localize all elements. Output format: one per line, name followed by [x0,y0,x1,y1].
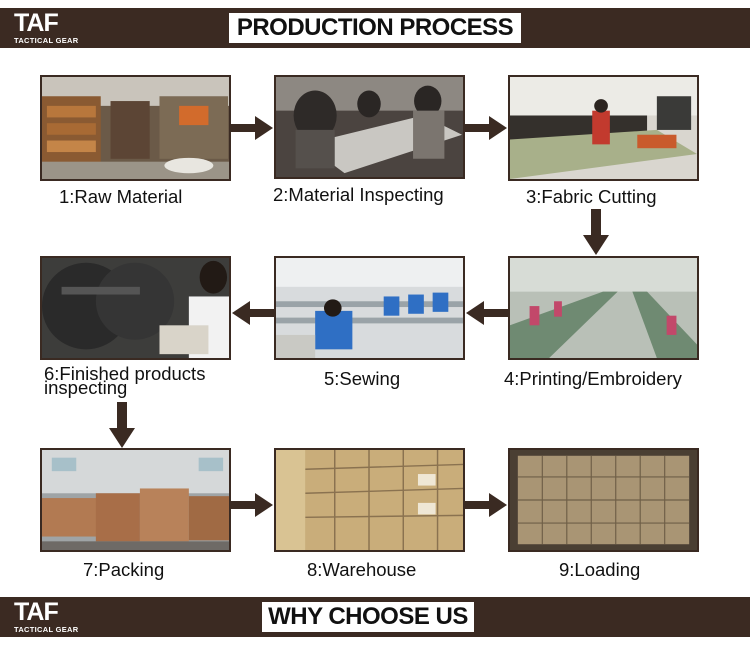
logo-mark: TAF [14,9,59,37]
photo-fabric-cutting [508,75,699,181]
arrow-down-6-7 [109,402,135,448]
step-label-2: 2:Material Inspecting [273,184,444,205]
step-label-6-line2: inspecting [44,377,128,398]
photo-loading [508,448,699,552]
photo-warehouse [274,448,465,552]
step-label-4: 4:Printing/Embroidery [504,368,682,389]
arrow-left-5-6 [232,301,274,325]
arrow-right-2-3 [465,116,507,140]
taf-logo-footer: TAF TACTICAL GEAR [14,598,86,635]
arrow-right-1-2 [231,116,273,140]
photo-printing-embroidery [508,256,699,360]
arrow-right-7-8 [231,493,273,517]
step-label-1: 1:Raw Material [59,186,183,207]
step-label-3: 3:Fabric Cutting [526,186,657,207]
step-label-7: 7:Packing [83,559,165,580]
footer-band: TAF TACTICAL GEAR WHY CHOOSE US [0,597,750,637]
header-band: TAF TACTICAL GEAR PRODUCTION PROCESS [0,8,750,48]
photo-material-inspecting [274,75,465,179]
photo-raw-material [40,75,231,181]
taf-logo: TAF TACTICAL GEAR [14,9,86,46]
logo-mark-footer: TAF [14,598,59,626]
why-choose-title: WHY CHOOSE US [262,602,474,632]
photo-packing [40,448,231,552]
logo-subtitle-footer: TACTICAL GEAR [14,625,79,634]
step-label-6-line1: 6:Finished products [44,363,206,384]
arrow-left-4-5 [466,301,508,325]
section-title: PRODUCTION PROCESS [229,13,521,43]
arrow-down-3-4 [583,209,609,255]
logo-subtitle: TACTICAL GEAR [14,36,79,45]
step-label-8: 8:Warehouse [307,559,417,580]
arrow-right-8-9 [465,493,507,517]
photo-finished-inspecting [40,256,231,360]
step-label-5: 5:Sewing [324,368,401,389]
photo-sewing [274,256,465,360]
step-label-9: 9:Loading [559,559,641,580]
